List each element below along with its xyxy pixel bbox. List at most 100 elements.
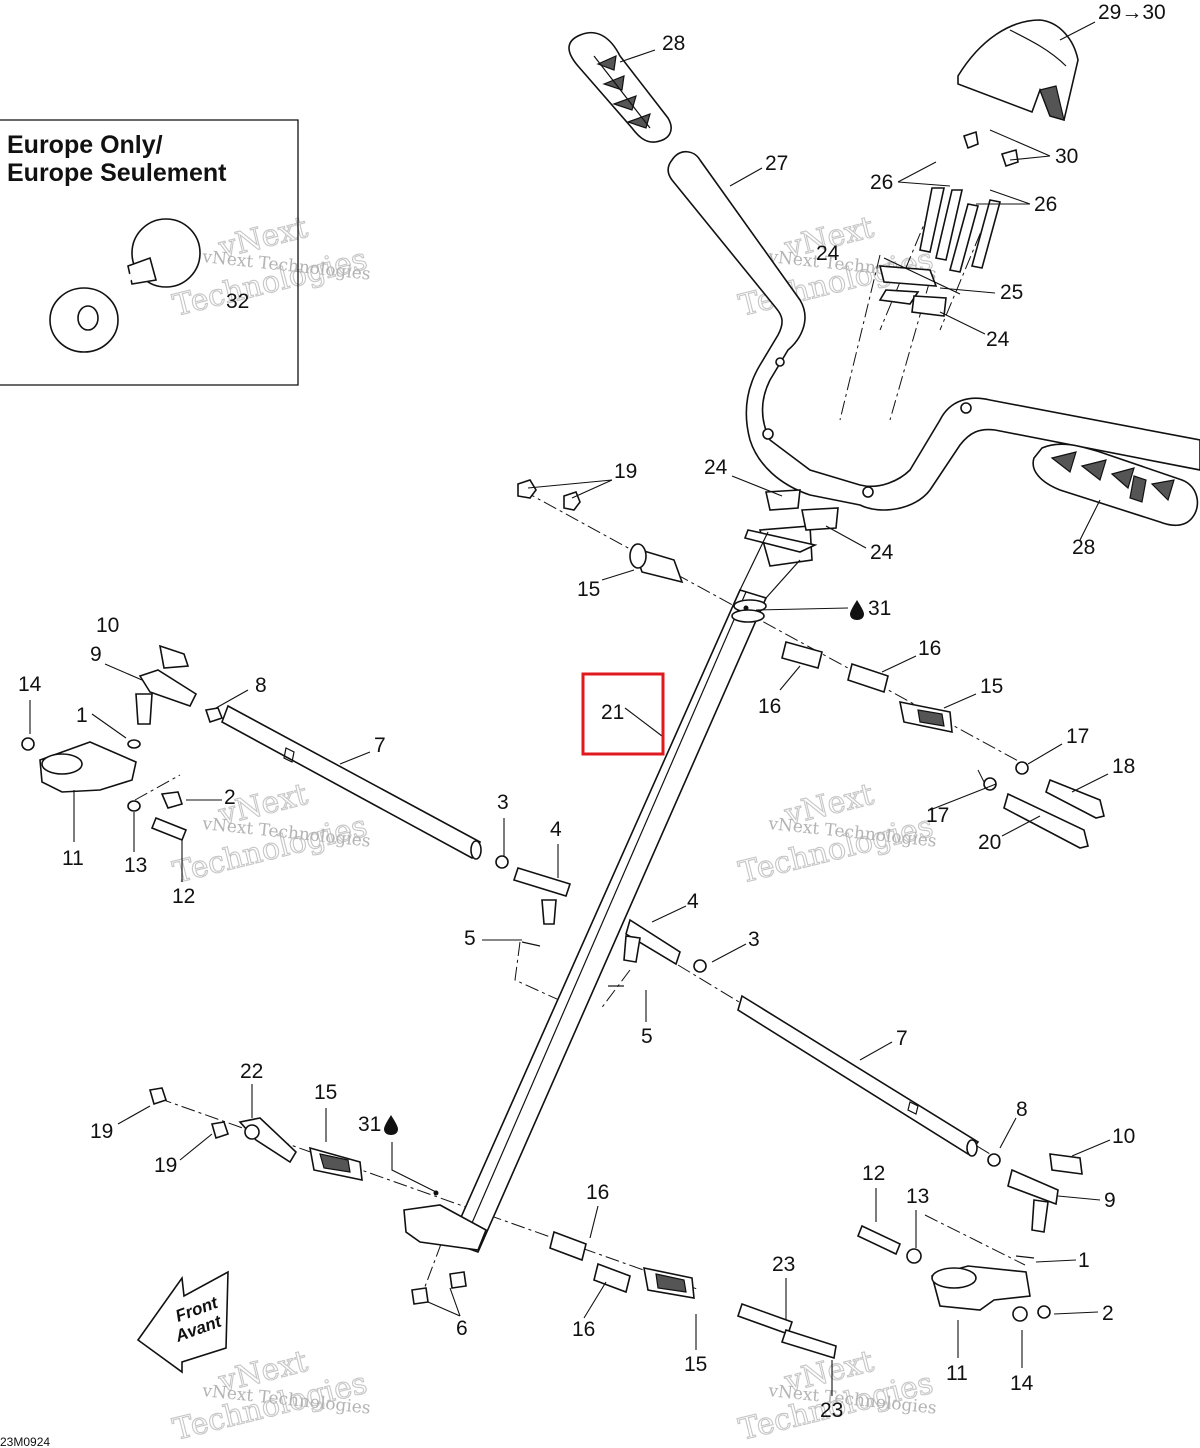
- callout-9-right: 9: [1104, 1189, 1116, 1212]
- callout-21: 21: [601, 701, 624, 724]
- callout-24-mid: 24: [986, 328, 1010, 351]
- callout-31-top: 31: [868, 597, 891, 620]
- callout-7-left: 7: [374, 734, 386, 757]
- callout-28-top: 28: [662, 32, 685, 55]
- callout-19-bl2: 19: [154, 1154, 177, 1177]
- ball-joint-left-9: [135, 669, 198, 725]
- watermark-bottom-left: vNext vNext Technologies Technologies: [169, 1343, 372, 1448]
- handlebar-cover: [957, 19, 1079, 122]
- callout-2-right: 2: [1102, 1302, 1114, 1325]
- drawing-code: 23M0924: [0, 1435, 50, 1448]
- callout-4-right: 4: [687, 890, 699, 913]
- watermark-bottom-right: vNext vNext Technologies Technologies: [735, 1343, 938, 1448]
- bolts-26: [919, 187, 1001, 273]
- callout-11-left: 11: [62, 847, 84, 870]
- oil-drop-icon-bottom: [384, 1115, 398, 1135]
- callout-16-bot1: 16: [586, 1181, 609, 1204]
- callout-15-right: 15: [980, 675, 1003, 698]
- upper-nuts-19: [517, 479, 581, 511]
- grip-right: [1032, 443, 1199, 527]
- callout-14-right: 14: [1010, 1372, 1034, 1395]
- callout-26-left: 26: [870, 171, 893, 194]
- cap-10-right: [1049, 1153, 1083, 1175]
- callout-labels: 28 29→30 27 30 26 26 24 25 24 32 19 24 2…: [18, 1, 1166, 1422]
- callout-2-left: 2: [224, 786, 236, 809]
- callout-23-a: 23: [772, 1253, 795, 1276]
- nut-8-left: [204, 707, 224, 724]
- callout-32: 32: [226, 290, 249, 313]
- inset-title-line2: Europe Seulement: [7, 159, 227, 187]
- callout-15-top: 15: [577, 578, 600, 601]
- cap-10-left: [158, 644, 190, 669]
- horn-icon: [49, 218, 201, 353]
- oil-drop-icon-top: [850, 600, 864, 620]
- grip-top: [568, 31, 672, 143]
- handlebar: [667, 150, 1200, 511]
- highlight-box-21: [581, 672, 665, 756]
- callout-24-b: 24: [870, 541, 894, 564]
- callout-14-left: 14: [18, 673, 42, 696]
- callout-8-right: 8: [1016, 1098, 1028, 1121]
- callout-24-top: 24: [816, 242, 840, 265]
- callout-13-left: 13: [124, 854, 147, 877]
- callout-3-right: 3: [748, 928, 760, 951]
- callout-1-left: 1: [76, 704, 88, 727]
- callout-15-bl: 15: [314, 1081, 337, 1104]
- callout-15-bot: 15: [684, 1353, 707, 1376]
- callout-5-left: 5: [464, 927, 476, 950]
- watermark-mid-left: vNext vNext Technologies Technologies: [169, 776, 372, 891]
- callout-10-left: 10: [96, 614, 119, 637]
- callout-27: 27: [765, 152, 788, 175]
- tie-rod-left: [221, 704, 482, 860]
- bushing-15-upper: [629, 543, 684, 584]
- callout-30: 30: [1055, 145, 1078, 168]
- callout-17-b: 17: [926, 804, 949, 827]
- callout-31-bottom: 31: [358, 1113, 381, 1136]
- callout-9-left: 9: [90, 643, 102, 666]
- callout-1-right: 1: [1078, 1249, 1090, 1272]
- callout-6: 6: [456, 1317, 468, 1340]
- callout-19-top: 19: [614, 460, 637, 483]
- callout-19-bl1: 19: [90, 1120, 113, 1143]
- callout-10-right: 10: [1112, 1125, 1135, 1148]
- callout-11-right: 11: [946, 1362, 968, 1385]
- callout-16-bot2: 16: [572, 1318, 595, 1341]
- callout-16-a: 16: [918, 637, 941, 660]
- screws-30: [962, 130, 1019, 168]
- callout-23-b: 23: [820, 1399, 843, 1422]
- callout-28-right: 28: [1072, 536, 1095, 559]
- callout-8-left: 8: [255, 674, 267, 697]
- watermark-mid-right: vNext vNext Technologies Technologies: [735, 776, 938, 891]
- callout-22: 22: [240, 1060, 263, 1083]
- spindle-arm-left-11: [21, 737, 141, 793]
- callout-16-b: 16: [758, 695, 781, 718]
- callout-17-a: 17: [1066, 725, 1089, 748]
- callout-25: 25: [1000, 281, 1023, 304]
- spindle-arm-right-11: [856, 1224, 1051, 1322]
- europe-inset: Europe Only/ Europe Seulement: [0, 119, 299, 386]
- front-arrow-icon: Front Avant: [136, 1270, 229, 1374]
- sleeves-16: [781, 641, 889, 694]
- callout-29-30: 29→30: [1098, 1, 1166, 24]
- callout-12-left: 12: [172, 885, 195, 908]
- callout-13-right: 13: [906, 1185, 929, 1208]
- callout-18: 18: [1112, 755, 1135, 778]
- steering-column: [403, 525, 818, 1254]
- leader-lines: [29, 21, 1111, 1396]
- ball-joint-right-9: [987, 1153, 1059, 1259]
- left-small-parts: [127, 791, 572, 947]
- callout-5-right: 5: [641, 1025, 653, 1048]
- lower-parts: [148, 1087, 837, 1360]
- callout-3-left: 3: [497, 791, 509, 814]
- callout-24-a: 24: [704, 456, 728, 479]
- bushing-15-right: [898, 700, 953, 734]
- bolts-18-20: [983, 761, 1105, 849]
- watermark-top-left: vNext vNext Technologies Technologies: [169, 209, 372, 324]
- ball-joint-right-4: [608, 918, 707, 987]
- callout-12-right: 12: [862, 1162, 885, 1185]
- callout-7-right: 7: [896, 1027, 908, 1050]
- callout-4-left: 4: [550, 818, 562, 841]
- inset-title-line1: Europe Only/: [7, 131, 163, 159]
